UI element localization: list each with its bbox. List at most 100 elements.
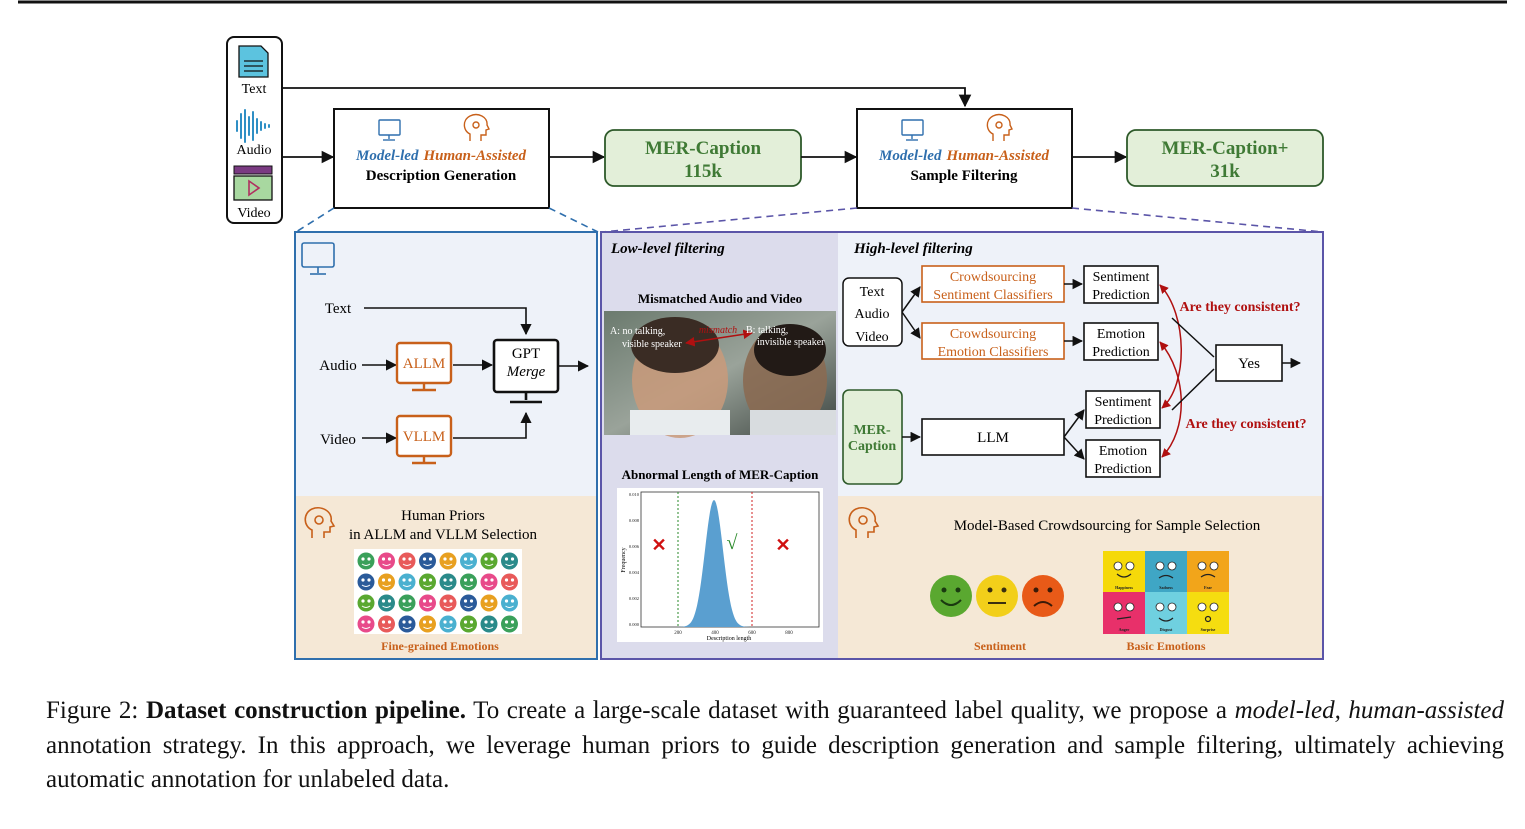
text-to-filter-arrow	[282, 87, 972, 108]
human-head-icon	[848, 507, 880, 538]
emoji-face-icon	[357, 552, 375, 570]
dp-audio-label: Audio	[319, 358, 357, 374]
sentiment-prediction-box: Sentiment Prediction	[1085, 390, 1161, 429]
emoji-face-icon	[398, 594, 416, 612]
sentiment-prediction-box: Sentiment Prediction	[1083, 265, 1159, 304]
hist-ytick: 0.008	[629, 518, 640, 523]
sad-face-icon	[1022, 575, 1064, 617]
hist-xtick: 400	[711, 631, 719, 636]
happy-face-icon	[930, 575, 972, 617]
emoji-face-icon	[378, 615, 395, 633]
emoji-face-icon	[439, 615, 457, 633]
crowd-title: Model-Based Crowdsourcing for Sample Sel…	[954, 518, 1261, 534]
disgust-tile	[1145, 592, 1187, 634]
fear-label: Fear	[1204, 585, 1212, 590]
input-text-label: Text	[242, 82, 267, 97]
cross-mark: ✕	[775, 535, 790, 555]
crowd-emotion-box: Crowdsourcing Emotion Classifiers	[921, 322, 1065, 360]
human-head-icon	[463, 113, 490, 141]
basic-emotions-label: Basic Emotions	[1126, 639, 1205, 653]
mer-caption-plus-box: MER-Caption+ 31k	[1126, 129, 1324, 187]
emoji-face-icon	[460, 615, 477, 633]
anger-tile	[1103, 592, 1145, 634]
human-head-icon	[986, 113, 1013, 141]
emoji-face-icon	[501, 615, 518, 633]
mer-label: Caption	[848, 439, 896, 454]
emoji-face-icon	[419, 552, 436, 570]
fine-grained-label: Fine-grained Emotions	[381, 639, 499, 653]
pred-label: Sentiment	[1093, 270, 1150, 285]
fear-tile	[1187, 551, 1229, 592]
merge-label: Merge	[506, 364, 546, 380]
neutral-face-icon	[976, 575, 1018, 617]
hist-ytick: 0.004	[629, 570, 640, 575]
emoji-face-icon	[501, 573, 518, 591]
audio-wave-icon	[236, 109, 270, 143]
emoji-face-icon	[419, 573, 436, 591]
caption-part1: To create a large-scale dataset with gua…	[466, 697, 1235, 724]
filt-title: Sample Filtering	[910, 168, 1018, 184]
emoji-grid	[357, 552, 518, 633]
emoji-face-icon	[398, 573, 416, 591]
monitor-icon	[301, 242, 335, 275]
emoji-face-icon	[357, 615, 375, 633]
mer-caption-count: 115k	[684, 161, 722, 182]
mer-caption-plus-name: MER-Caption+	[1162, 138, 1289, 159]
arrow	[364, 307, 532, 336]
filt-human-assisted: Human-Assisted	[945, 148, 1049, 164]
low-level-title: Low-level filtering	[610, 241, 725, 257]
dp-video-label: Video	[320, 432, 356, 448]
emoji-face-icon	[480, 573, 498, 591]
happiness-label: Happiness	[1115, 585, 1133, 590]
monitor-icon	[901, 119, 924, 141]
tav-text: Text	[860, 285, 885, 300]
zoom-line	[1071, 207, 1324, 233]
crowd-sent-l1: Crowdsourcing	[950, 270, 1036, 285]
emoji-face-icon	[378, 573, 395, 591]
hist-xtick: 200	[674, 631, 682, 636]
hist-xlabel: Description length	[707, 636, 752, 642]
pred-label: Prediction	[1092, 345, 1150, 360]
emoji-face-icon	[501, 594, 518, 612]
emoji-face-icon	[378, 552, 395, 570]
emoji-face-icon	[439, 594, 457, 612]
yes-label: Yes	[1238, 356, 1260, 372]
high-level-title: High-level filtering	[853, 241, 973, 257]
crowd-emo-l1: Crowdsourcing	[950, 327, 1036, 342]
zoom-line	[295, 207, 335, 233]
vllm-monitor: VLLM	[395, 414, 453, 465]
caption-bold: Dataset construction pipeline.	[145, 697, 467, 724]
priors-line1: Human Priors	[401, 508, 485, 524]
llm-box: LLM	[921, 418, 1065, 456]
monitor-icon	[378, 119, 401, 141]
arrow	[901, 311, 921, 339]
mer-caption-name: MER-Caption	[645, 138, 762, 159]
consistent-label: Are they consistent?	[1179, 300, 1300, 315]
emoji-face-icon	[480, 615, 498, 633]
emotion-prediction-box: Emotion Prediction	[1085, 439, 1161, 478]
gpt-label: GPT	[512, 346, 540, 362]
check-mark: √	[727, 532, 738, 554]
connector	[1171, 368, 1215, 411]
hist-ytick: 0.000	[629, 622, 640, 627]
video-clapper-icon	[233, 165, 273, 201]
tav-box: Text Audio Video	[842, 277, 903, 347]
allm-label: ALLM	[403, 356, 446, 372]
anger-label: Anger	[1119, 627, 1130, 632]
emoji-face-icon	[480, 594, 498, 612]
pred-label: Emotion	[1099, 444, 1147, 459]
emoji-face-icon	[480, 552, 498, 570]
length-histogram: 0.010 0.008 0.006 0.004 0.002 0.000 200 …	[617, 488, 823, 642]
crowd-sent-l2: Sentiment Classifiers	[933, 288, 1052, 303]
consistent-label: Are they consistent?	[1185, 417, 1306, 432]
sadness-label: Sadness	[1159, 585, 1173, 590]
connector	[1171, 317, 1215, 358]
video-frame-image: A: no talking, visible speaker mismatch …	[604, 311, 836, 438]
text-file-icon	[238, 45, 269, 78]
allm-monitor: ALLM	[395, 341, 453, 392]
emoji-face-icon	[398, 552, 416, 570]
hist-xtick: 800	[785, 631, 793, 636]
hist-ylabel: Frequency	[621, 547, 627, 572]
